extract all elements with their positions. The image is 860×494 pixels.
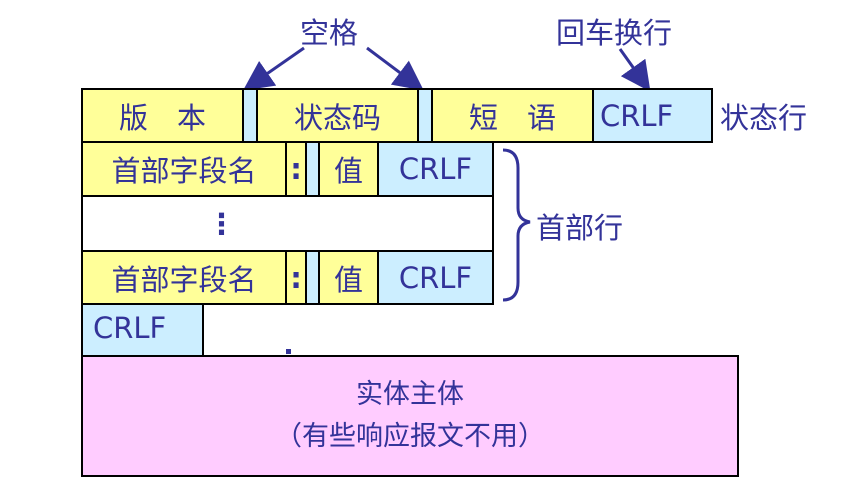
header-lines-label: 首部行 (536, 211, 624, 245)
crlf-cell: CRLF (377, 141, 494, 197)
crlf-cell: CRLF (592, 88, 713, 143)
header-brace (502, 148, 531, 302)
entity-body-title: 实体主体 (356, 379, 464, 410)
header-ellipsis-row: ⋮ (81, 195, 494, 252)
status-code-field: 状态码 (256, 88, 419, 143)
entity-body: 实体主体 （有些响应报文不用） (81, 355, 739, 477)
space-arrow-left (243, 46, 305, 91)
phrase-field: 短 语 (431, 88, 594, 143)
header-value: 值 (318, 141, 379, 197)
colon-cell: : (285, 141, 307, 197)
crlf-cell: CRLF (377, 250, 494, 305)
entity-body-note: （有些响应报文不用） (275, 421, 545, 452)
space-arrow-right (366, 46, 424, 91)
header-value: 值 (318, 250, 379, 305)
status-line-label: 状态行 (720, 101, 808, 135)
header-field-name: 首部字段名 (81, 141, 287, 197)
colon-cell: : (285, 250, 307, 305)
crlf-arrow (618, 48, 651, 92)
header-field-name: 首部字段名 (81, 250, 287, 305)
version-field: 版 本 (81, 88, 244, 143)
space-label: 空格 (300, 16, 359, 50)
crlf-annotation-label: 回车换行 (556, 16, 673, 50)
blank-line-crlf: CRLF (81, 303, 204, 357)
stray-dot (286, 349, 291, 354)
